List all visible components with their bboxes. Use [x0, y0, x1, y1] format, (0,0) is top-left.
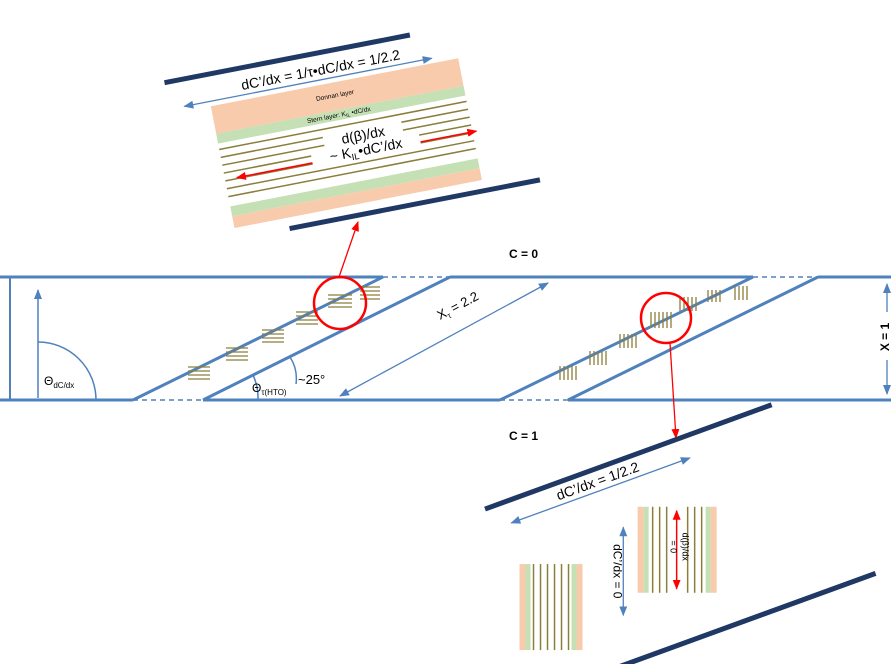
- angle-arc: [289, 356, 298, 385]
- tilted-pore-1: Θτ(HTO) ~25°: [132, 275, 451, 402]
- pore2-clay-packets: [559, 286, 748, 380]
- height-label: X = 1: [878, 323, 891, 352]
- top-boundary-label: C = 0: [509, 247, 538, 261]
- main-channel: [0, 275, 891, 402]
- theta-dcdx-marker: ΘdC/dx: [34, 289, 97, 401]
- zero-gradient-group: dC’/dx = 0: [610, 526, 628, 617]
- pore2-upper-wall: [567, 275, 819, 402]
- tilted-pore-2: [499, 275, 819, 402]
- connector-to-top-inset: [338, 221, 359, 278]
- pore-angle-label: ~25°: [298, 372, 325, 387]
- tortuous-length: Xτ = 2.2: [339, 282, 549, 397]
- pore2-lower-wall: [499, 275, 754, 402]
- highlight-circle-right: [639, 291, 693, 345]
- bottom-inset-lower-wall: [592, 571, 877, 664]
- bottom-inset-gradient-arrow: [510, 457, 691, 524]
- top-inset: dC’/dx = 1/τ•dC/dx = 1/2.2 Donnan layer …: [163, 32, 541, 231]
- theta-dcdx-label: ΘdC/dx: [44, 374, 74, 390]
- theta-tau-arc: [252, 374, 259, 401]
- tortuous-length-arrow: [339, 282, 549, 397]
- pore1-upper-wall: [202, 275, 451, 402]
- top-inset-gradient-arrow: [183, 56, 433, 109]
- top-inset-lower-wall: [289, 177, 541, 231]
- bottom-inset-clay-stack-left: [519, 564, 583, 651]
- bottom-inset-beta-label: d(β)/dx: [681, 533, 691, 562]
- tortuous-length-label: Xτ = 2.2: [434, 288, 481, 324]
- theta-dcdx-arc: [37, 341, 97, 401]
- bottom-boundary-label: C = 1: [509, 429, 538, 443]
- bottom-inset-clay-stack-right: d(β)/dx = 0: [637, 506, 717, 593]
- connector-to-bottom-inset: [669, 342, 680, 439]
- stern-layer-lower: [230, 158, 480, 217]
- theta-tau-label: Θτ(HTO): [252, 381, 287, 397]
- zero-gradient-label: dC’/dx = 0: [610, 544, 624, 599]
- donnan-layer-lower: [232, 168, 482, 229]
- bottom-inset-upper-wall: [484, 402, 773, 512]
- kil-gradient-label: ~ KIL•dC’/dx: [328, 135, 404, 167]
- height-dimension: X = 1: [875, 276, 891, 401]
- pore1-clay-packets: [188, 286, 380, 380]
- bottom-inset-beta-zero: = 0: [669, 540, 679, 553]
- donnan-layer-upper: [210, 58, 464, 134]
